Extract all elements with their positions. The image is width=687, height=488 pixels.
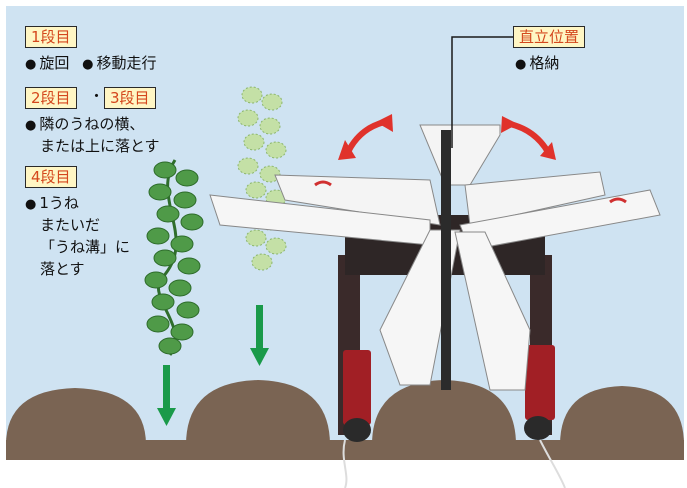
stage3-tag: 3段目 xyxy=(104,87,156,109)
upright-item-text: 格納 xyxy=(529,54,560,72)
stage23-line2: または上に落とす xyxy=(40,137,160,155)
stage1-tag: 1段目 xyxy=(25,26,77,48)
soil-ridges xyxy=(6,380,684,460)
red-rotation-arrow-right xyxy=(501,116,556,160)
stage1-item2: 移動走行 xyxy=(96,54,157,72)
ridge-1 xyxy=(6,388,146,445)
bullet: ● xyxy=(515,57,527,72)
stage23-line1: ●隣のうねの横、 xyxy=(25,114,144,136)
stage4-tag: 4段目 xyxy=(25,166,77,188)
upright-item: ●格納 xyxy=(515,53,559,75)
bullet: ● xyxy=(82,57,94,72)
stage23-text1: 隣のうねの横、 xyxy=(39,115,145,133)
bullet: ● xyxy=(25,57,37,72)
ridge-2 xyxy=(186,380,330,445)
bullet: ● xyxy=(25,118,37,133)
stage4-line1: ●1うね xyxy=(25,193,79,215)
stage1-item1: 旋回 xyxy=(39,54,70,72)
vine-dark xyxy=(144,159,204,356)
stage-separator: ・ xyxy=(89,87,105,105)
robot-machine xyxy=(209,124,661,488)
stage4-line2: またいだ xyxy=(40,216,101,234)
stage1-items: ●旋回 ●移動走行 xyxy=(25,53,157,75)
green-arrow-right xyxy=(250,305,269,366)
stage2-tag: 2段目 xyxy=(25,87,77,109)
bullet: ● xyxy=(25,197,37,212)
green-arrow-left xyxy=(157,365,176,426)
upright-tag: 直立位置 xyxy=(513,26,586,48)
ridge-3 xyxy=(372,380,516,445)
stage4-text1: 1うね xyxy=(39,194,79,212)
stage4-line4: 落とす xyxy=(40,260,85,278)
ridge-4 xyxy=(560,386,684,445)
red-rotation-arrow-left xyxy=(338,114,393,160)
upright-leader-line xyxy=(451,36,513,148)
stage4-line3: 「うね溝」に xyxy=(40,238,131,256)
